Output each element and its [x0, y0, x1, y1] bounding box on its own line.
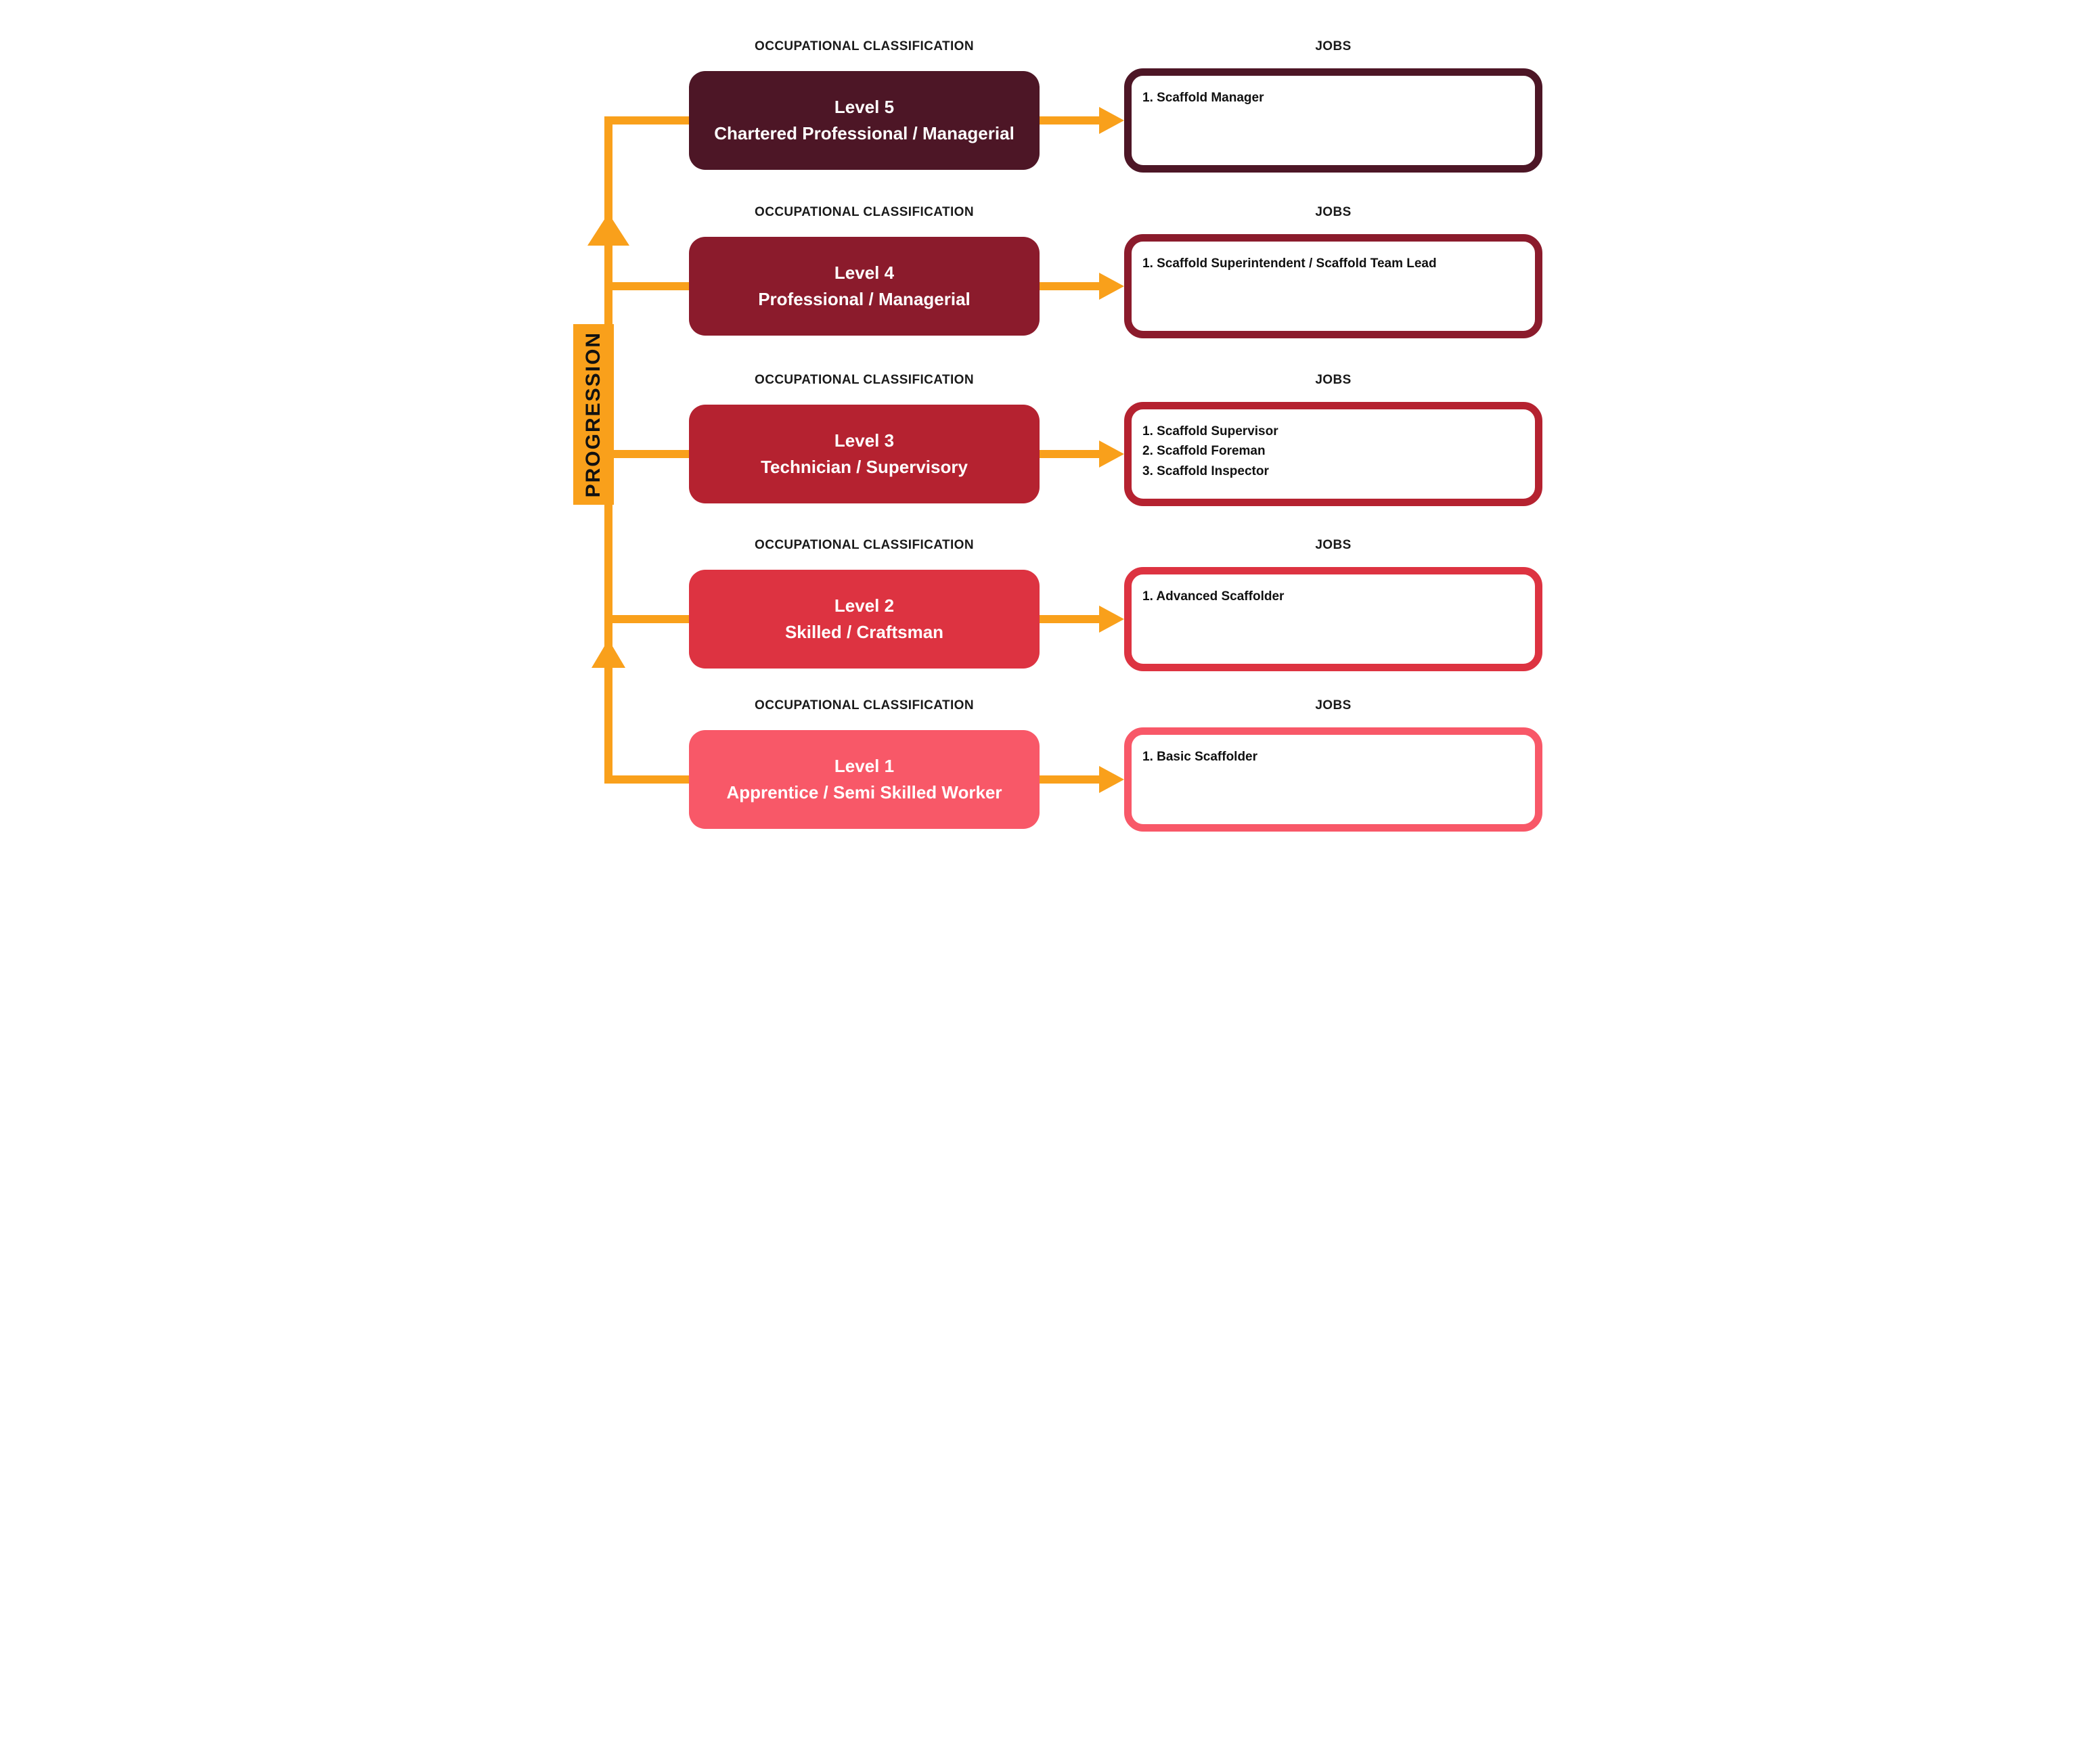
- classification-header: OCCUPATIONAL CLASSIFICATION: [755, 205, 974, 219]
- level-1-box: Level 1 Apprentice / Semi Skilled Worker: [689, 730, 1040, 829]
- job-item: 1. Scaffold Manager: [1142, 91, 1264, 105]
- level-title: Level 5: [834, 97, 895, 117]
- right-arrow-icon: [1099, 606, 1124, 633]
- level-subtitle: Chartered Professional / Managerial: [714, 123, 1015, 143]
- job-item: 3. Scaffold Inspector: [1142, 463, 1269, 478]
- level-subtitle: Apprentice / Semi Skilled Worker: [726, 782, 1002, 802]
- progression-label: PROGRESSION: [573, 324, 614, 505]
- job-item: 2. Scaffold Foreman: [1142, 444, 1266, 459]
- right-arrow-icon: [1099, 273, 1124, 300]
- level-title: Level 1: [834, 756, 895, 776]
- classification-header: OCCUPATIONAL CLASSIFICATION: [755, 373, 974, 387]
- level-title: Level 4: [834, 263, 895, 283]
- job-item: 1. Scaffold Superintendent / Scaffold Te…: [1142, 256, 1437, 271]
- up-arrow-icon: [592, 639, 625, 668]
- level-2-box: Level 2 Skilled / Craftsman: [689, 570, 1040, 669]
- level-3-jobs-box: 1. Scaffold Supervisor 2. Scaffold Forem…: [1124, 402, 1542, 506]
- level-title: Level 3: [834, 430, 895, 451]
- level-title: Level 2: [834, 595, 895, 616]
- level-row-3: OCCUPATIONAL CLASSIFICATION JOBS Level 3…: [518, 0, 1555, 882]
- right-arrow-icon: [1099, 440, 1124, 468]
- level-5-box: Level 5 Chartered Professional / Manager…: [689, 71, 1040, 170]
- classification-header: OCCUPATIONAL CLASSIFICATION: [755, 538, 974, 552]
- level-4-box: Level 4 Professional / Managerial: [689, 237, 1040, 336]
- job-item: 1. Basic Scaffolder: [1142, 750, 1258, 764]
- classification-header: OCCUPATIONAL CLASSIFICATION: [755, 39, 974, 53]
- classification-header: OCCUPATIONAL CLASSIFICATION: [755, 698, 974, 713]
- progression-label-text: PROGRESSION: [582, 331, 604, 498]
- level-4-jobs-box: 1. Scaffold Superintendent / Scaffold Te…: [1124, 234, 1542, 338]
- level-row-2: OCCUPATIONAL CLASSIFICATION JOBS Level 2…: [518, 0, 1555, 882]
- level-3-box: Level 3 Technician / Supervisory: [689, 405, 1040, 503]
- jobs-header: JOBS: [1315, 39, 1352, 53]
- level-1-jobs-box: 1. Basic Scaffolder: [1124, 727, 1542, 832]
- level-2-jobs-box: 1. Advanced Scaffolder: [1124, 567, 1542, 671]
- jobs-header: JOBS: [1315, 373, 1352, 387]
- jobs-header: JOBS: [1315, 538, 1352, 552]
- job-item: 1. Scaffold Supervisor: [1142, 424, 1278, 438]
- up-arrow-icon: [587, 213, 629, 246]
- jobs-header: JOBS: [1315, 205, 1352, 219]
- job-item: 1. Advanced Scaffolder: [1142, 589, 1285, 604]
- level-row-4: OCCUPATIONAL CLASSIFICATION JOBS Level 4…: [518, 0, 1555, 882]
- jobs-header: JOBS: [1315, 698, 1352, 713]
- level-5-jobs-box: 1. Scaffold Manager: [1124, 68, 1542, 173]
- level-row-1: OCCUPATIONAL CLASSIFICATION JOBS Level 1…: [518, 0, 1555, 882]
- right-arrow-icon: [1099, 107, 1124, 134]
- career-progression-diagram: PROGRESSION OCCUPATIONAL CLASSIFICATION …: [518, 0, 1555, 882]
- level-row-5: OCCUPATIONAL CLASSIFICATION JOBS Level 5…: [518, 0, 1555, 882]
- level-subtitle: Professional / Managerial: [758, 289, 971, 309]
- level-subtitle: Technician / Supervisory: [761, 457, 968, 477]
- right-arrow-icon: [1099, 766, 1124, 793]
- level-subtitle: Skilled / Craftsman: [784, 622, 944, 642]
